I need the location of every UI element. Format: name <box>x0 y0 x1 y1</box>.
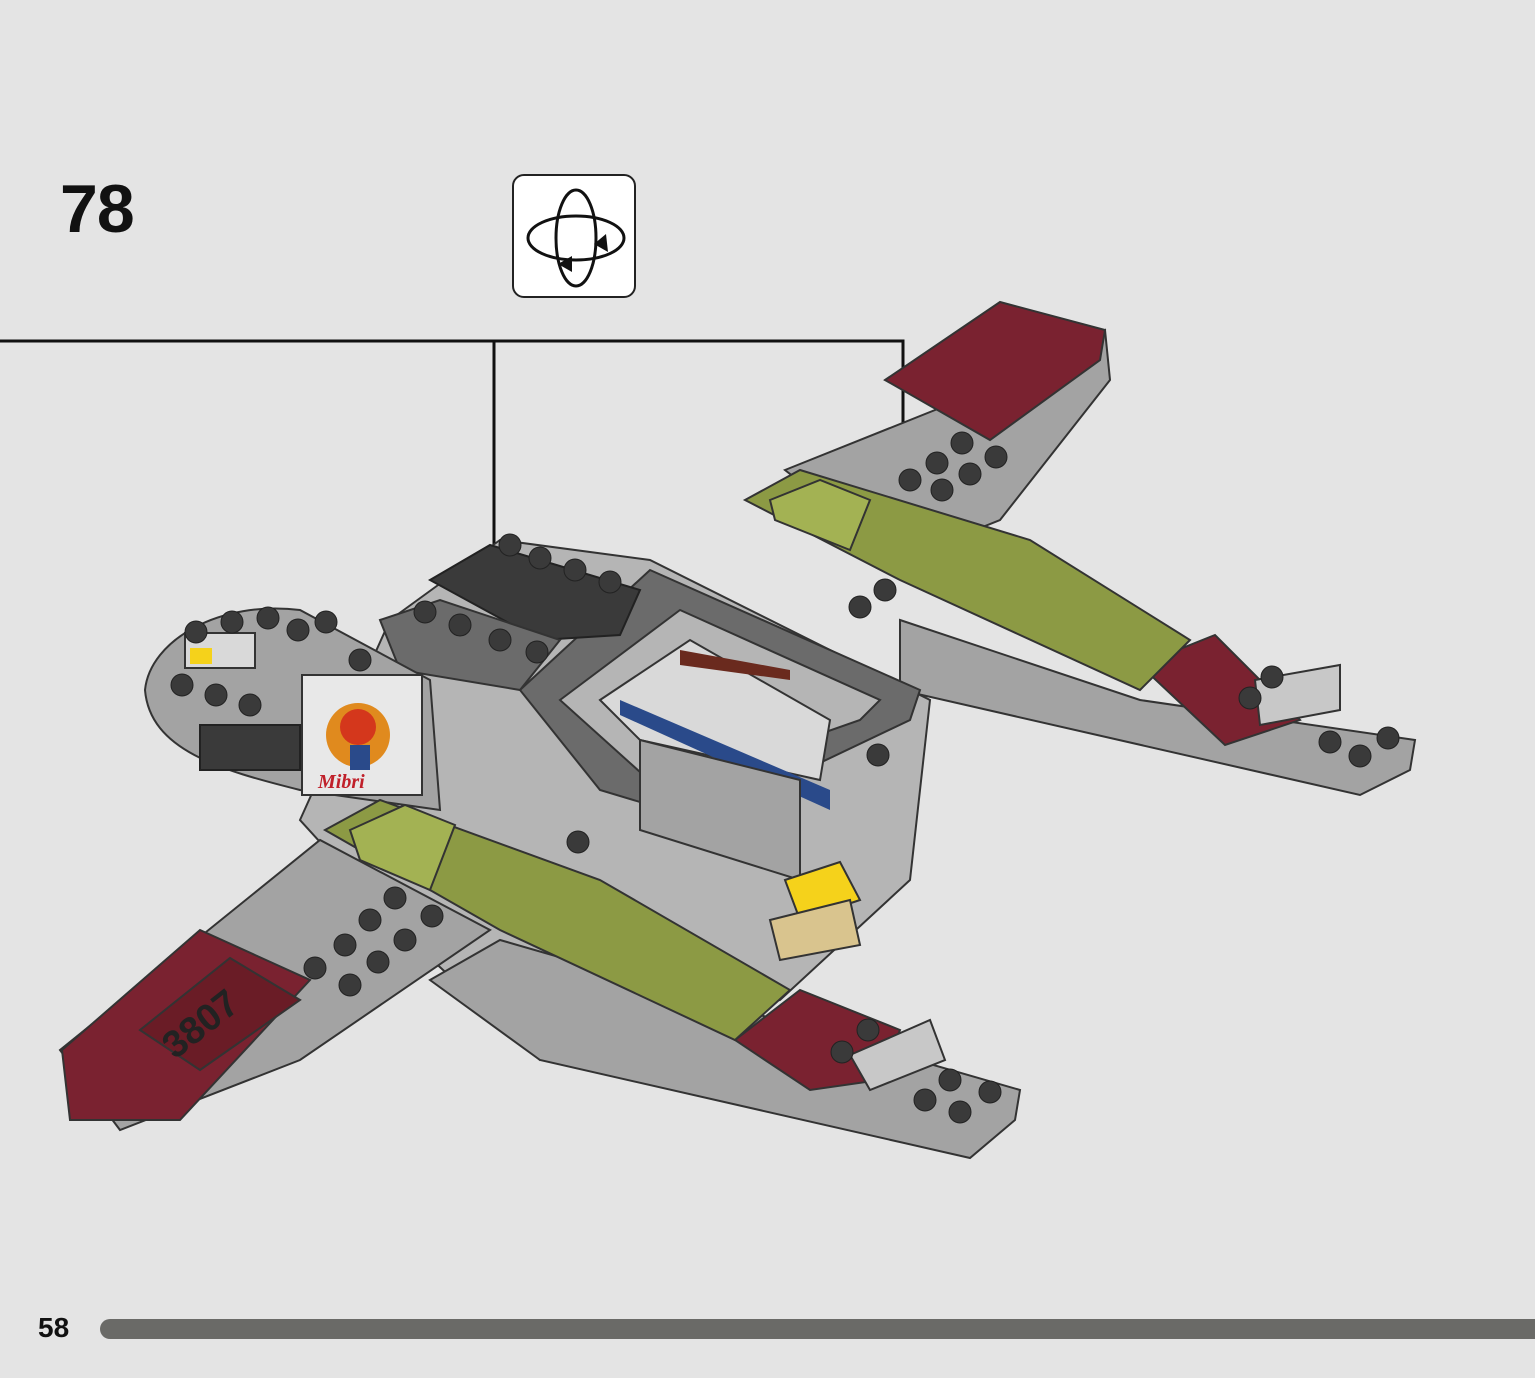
page-number: 58 <box>38 1312 70 1343</box>
rotate-model-icon <box>512 174 636 298</box>
rotate-arrows-icon <box>526 188 626 288</box>
step-number: 78 <box>60 171 135 247</box>
mibri-decal-text: Mibri <box>317 771 365 793</box>
engine-pod-left <box>322 798 792 1042</box>
engine-pod-right <box>742 468 1192 692</box>
left-wing: 3807 <box>58 838 1022 1160</box>
progress-bar <box>100 1319 1535 1339</box>
cockpit-nose: Mibri <box>143 606 442 812</box>
